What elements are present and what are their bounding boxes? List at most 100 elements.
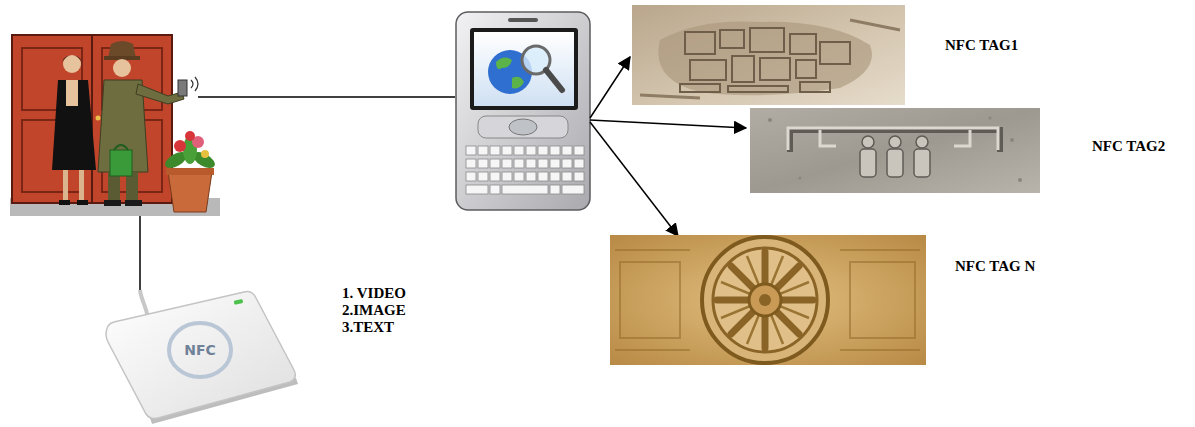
ruins-photo-part-part <box>685 32 715 54</box>
nfc-reader-device-part <box>106 292 295 419</box>
flower-pot-part <box>166 168 214 175</box>
flower-pot-part <box>168 172 212 212</box>
mobile-phone-part-part <box>478 146 488 155</box>
tag-arrow-part <box>590 57 630 118</box>
tag-node: NFC TAG1 <box>632 5 1020 105</box>
mobile-phone-part-part <box>466 172 476 181</box>
ruins-photo-part <box>680 28 850 92</box>
ruins-photo-part-part <box>732 56 754 82</box>
ruins-photo-part-part <box>690 60 726 80</box>
man-figure-part <box>136 84 184 104</box>
ruins-photo-part-part <box>790 34 816 54</box>
wheel-photo-part-part <box>850 262 915 338</box>
wheel-photo-part-part <box>615 250 920 350</box>
ruins-photo-part-part <box>800 82 830 92</box>
carving-photo-part-part <box>768 118 772 122</box>
carving-photo-part <box>860 136 930 177</box>
flower-pot <box>163 131 218 212</box>
tag-label: NFC TAG N <box>955 257 1035 275</box>
mobile-phone-part-part <box>478 159 488 168</box>
mobile-phone-part-part <box>538 159 548 168</box>
wheel-photo-part-part <box>731 266 799 334</box>
ruins-photo-part-part <box>750 28 784 52</box>
mobile-phone-part-part <box>574 159 584 168</box>
cable-line <box>139 216 141 290</box>
mobile-phone-part-part <box>502 146 512 155</box>
nfc-reader-device-part <box>169 323 231 377</box>
woman-figure-part <box>63 55 81 73</box>
mobile-phone-part-part <box>514 159 524 168</box>
mobile-phone-part <box>470 28 578 110</box>
mobile-phone-part-part <box>574 172 584 181</box>
man-figure-part <box>178 80 187 96</box>
ruins-photo-part-part <box>720 30 744 48</box>
carving-photo-part <box>750 108 1040 193</box>
link-line <box>198 96 455 98</box>
mobile-phone-part-part <box>502 159 512 168</box>
wheel-photo-part <box>610 235 926 365</box>
carving-photo-part <box>788 128 998 150</box>
ruins-photo-part-part <box>680 84 720 92</box>
mobile-phone-part-part <box>490 172 500 181</box>
ruins-photo-part-part <box>820 42 850 64</box>
wheel-photo-part-part <box>721 282 809 318</box>
reader-logo-text: NFC <box>184 342 216 358</box>
woman-figure-part <box>63 170 68 202</box>
carving-photo-part-part <box>862 136 874 148</box>
mobile-phone-part-part <box>574 146 584 155</box>
carving-photo-part-part <box>799 177 802 180</box>
mobile-phone-part-part <box>538 146 548 155</box>
mobile-phone-part-part <box>550 159 560 168</box>
woman-figure <box>52 55 96 205</box>
door-scene-part-part <box>22 48 82 110</box>
ruins-photo <box>632 5 905 105</box>
man-figure-part <box>110 150 132 176</box>
mobile-phone-part-part <box>478 172 488 181</box>
tag-node: NFC TAG2 <box>750 108 1167 194</box>
mobile-phone-part-part <box>502 185 548 194</box>
man-figure-part <box>191 77 198 91</box>
mobile-phone-part <box>508 18 538 22</box>
wheel-photo-part-part <box>747 256 783 344</box>
ruins-photo-part-part <box>760 58 790 80</box>
carving-photo-part-part <box>989 117 992 120</box>
door-scene-part <box>22 48 162 192</box>
mobile-phone-part-part <box>562 172 572 181</box>
wheel-photo-part <box>615 250 920 350</box>
nfc-reader-device <box>106 290 298 424</box>
ruins-photo-part <box>640 20 900 98</box>
man-figure-part <box>108 41 136 58</box>
wheel-photo-part <box>749 284 781 316</box>
wheel-photo-part-part <box>721 282 809 318</box>
mobile-phone-part <box>474 32 574 106</box>
carving-photo-part-part <box>1018 178 1022 182</box>
door-scene-part <box>96 116 101 121</box>
carving-photo <box>750 108 1040 193</box>
content-type-item: 3.TEXT <box>342 318 394 336</box>
mobile-phone-part-part <box>538 172 548 181</box>
wheel-photo <box>610 235 926 365</box>
mobile-phone-part-part <box>526 159 536 168</box>
ruins-photo-part <box>632 5 905 105</box>
woman-figure-part <box>66 80 78 106</box>
man-figure-part <box>125 200 142 206</box>
mobile-phone-part-part <box>550 146 560 155</box>
carving-photo-part-part <box>916 136 928 148</box>
wheel-photo-part <box>759 294 771 306</box>
mobile-phone-part-part <box>466 146 476 155</box>
ruins-photo-part-part <box>796 60 816 78</box>
content-type-item: 2.IMAGE <box>342 301 406 319</box>
mobile-phone-part-part <box>490 185 500 194</box>
mobile-phone-part-part <box>526 146 536 155</box>
mobile-phone-part <box>509 119 537 135</box>
mobile-phone-part <box>496 57 524 88</box>
carving-photo-part-part <box>1010 138 1014 142</box>
mobile-phone-part-part <box>514 146 524 155</box>
mobile-phone-part-part <box>466 159 476 168</box>
tag-node: NFC TAG N <box>610 235 1037 367</box>
carving-photo-part-part <box>860 149 876 177</box>
man-figure-part <box>113 59 131 77</box>
flower-pot-part <box>201 150 209 158</box>
